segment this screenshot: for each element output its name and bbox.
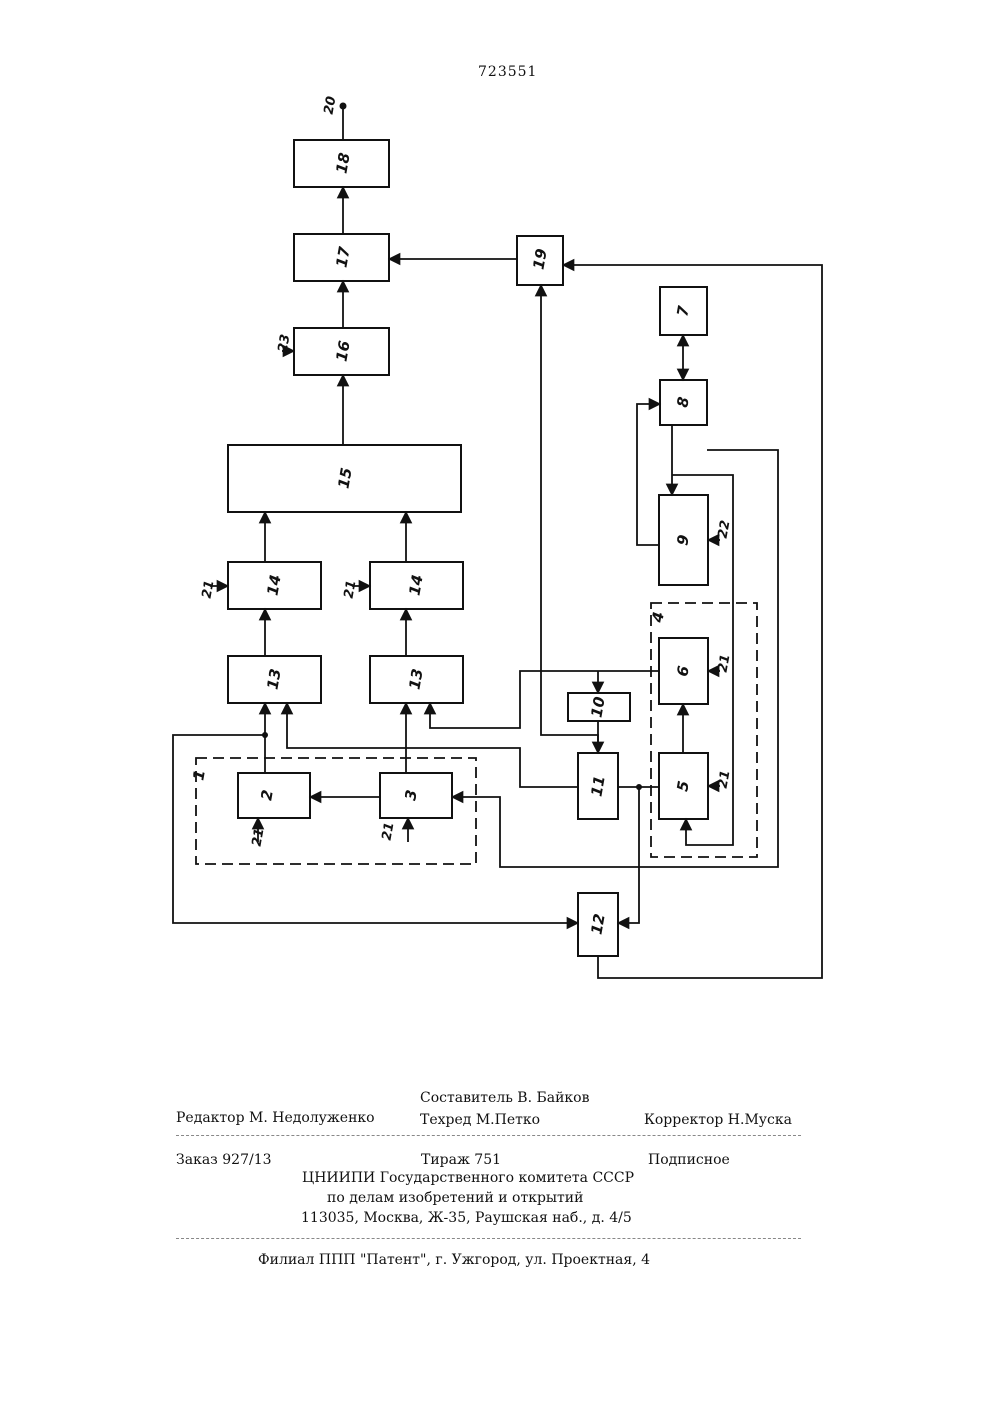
wire-9-to-8 xyxy=(637,404,660,545)
label-17: 17 xyxy=(332,245,353,269)
label-12: 12 xyxy=(587,912,608,936)
label-21-block-2: 21 xyxy=(250,827,268,847)
label-15: 15 xyxy=(334,466,355,490)
label-16: 16 xyxy=(332,339,353,363)
separator-line-1 xyxy=(176,1135,801,1136)
subscription-line: Подписное xyxy=(648,1152,730,1168)
label-14-right: 14 xyxy=(405,573,426,597)
org-line-3: 113035, Москва, Ж-35, Раушская наб., д. … xyxy=(301,1210,632,1226)
corrector-line: Корректор Н.Муска xyxy=(644,1112,792,1128)
label-11: 11 xyxy=(587,774,608,798)
label-20: 20 xyxy=(322,95,340,115)
label-13-left: 13 xyxy=(263,667,284,691)
org-line-2: по делам изобретений и открытий xyxy=(327,1190,583,1206)
wire-to-12-left xyxy=(173,735,578,923)
label-10: 10 xyxy=(587,695,608,719)
label-23: 23 xyxy=(276,333,294,353)
techred-line: Техред М.Петко xyxy=(420,1112,540,1128)
label-13-right: 13 xyxy=(405,667,426,691)
label-21-block-14-left: 21 xyxy=(200,579,218,599)
editor-line: Редактор М. Недолуженко xyxy=(176,1110,375,1126)
wire-11-to-19 xyxy=(541,285,598,753)
wire-12-to-19-return xyxy=(563,265,822,965)
label-22: 22 xyxy=(716,519,734,539)
org-line-1: ЦНИИПИ Государственного комитета СССР xyxy=(302,1170,634,1186)
label-18: 18 xyxy=(332,151,353,175)
wire-to-12-right xyxy=(618,787,639,923)
label-1: 1 xyxy=(189,768,209,781)
wire-12-out xyxy=(598,956,822,978)
label-14-left: 14 xyxy=(263,573,284,597)
label-21-block-6: 21 xyxy=(716,653,734,673)
output-terminal-dot xyxy=(340,103,347,110)
separator-line-2 xyxy=(176,1238,801,1239)
circulation-line: Тираж 751 xyxy=(421,1152,501,1168)
label-19: 19 xyxy=(529,247,550,271)
label-21-block-5: 21 xyxy=(716,769,734,789)
branch-line: Филиал ППП "Патент", г. Ужгород, ул. Про… xyxy=(258,1252,650,1268)
compiler-line: Составитель В. Байков xyxy=(420,1090,590,1106)
label-21-block-14-right: 21 xyxy=(342,579,360,599)
junction-dot-left xyxy=(262,732,268,738)
label-21-block-3: 21 xyxy=(380,821,398,841)
order-line: Заказ 927/13 xyxy=(176,1152,272,1168)
